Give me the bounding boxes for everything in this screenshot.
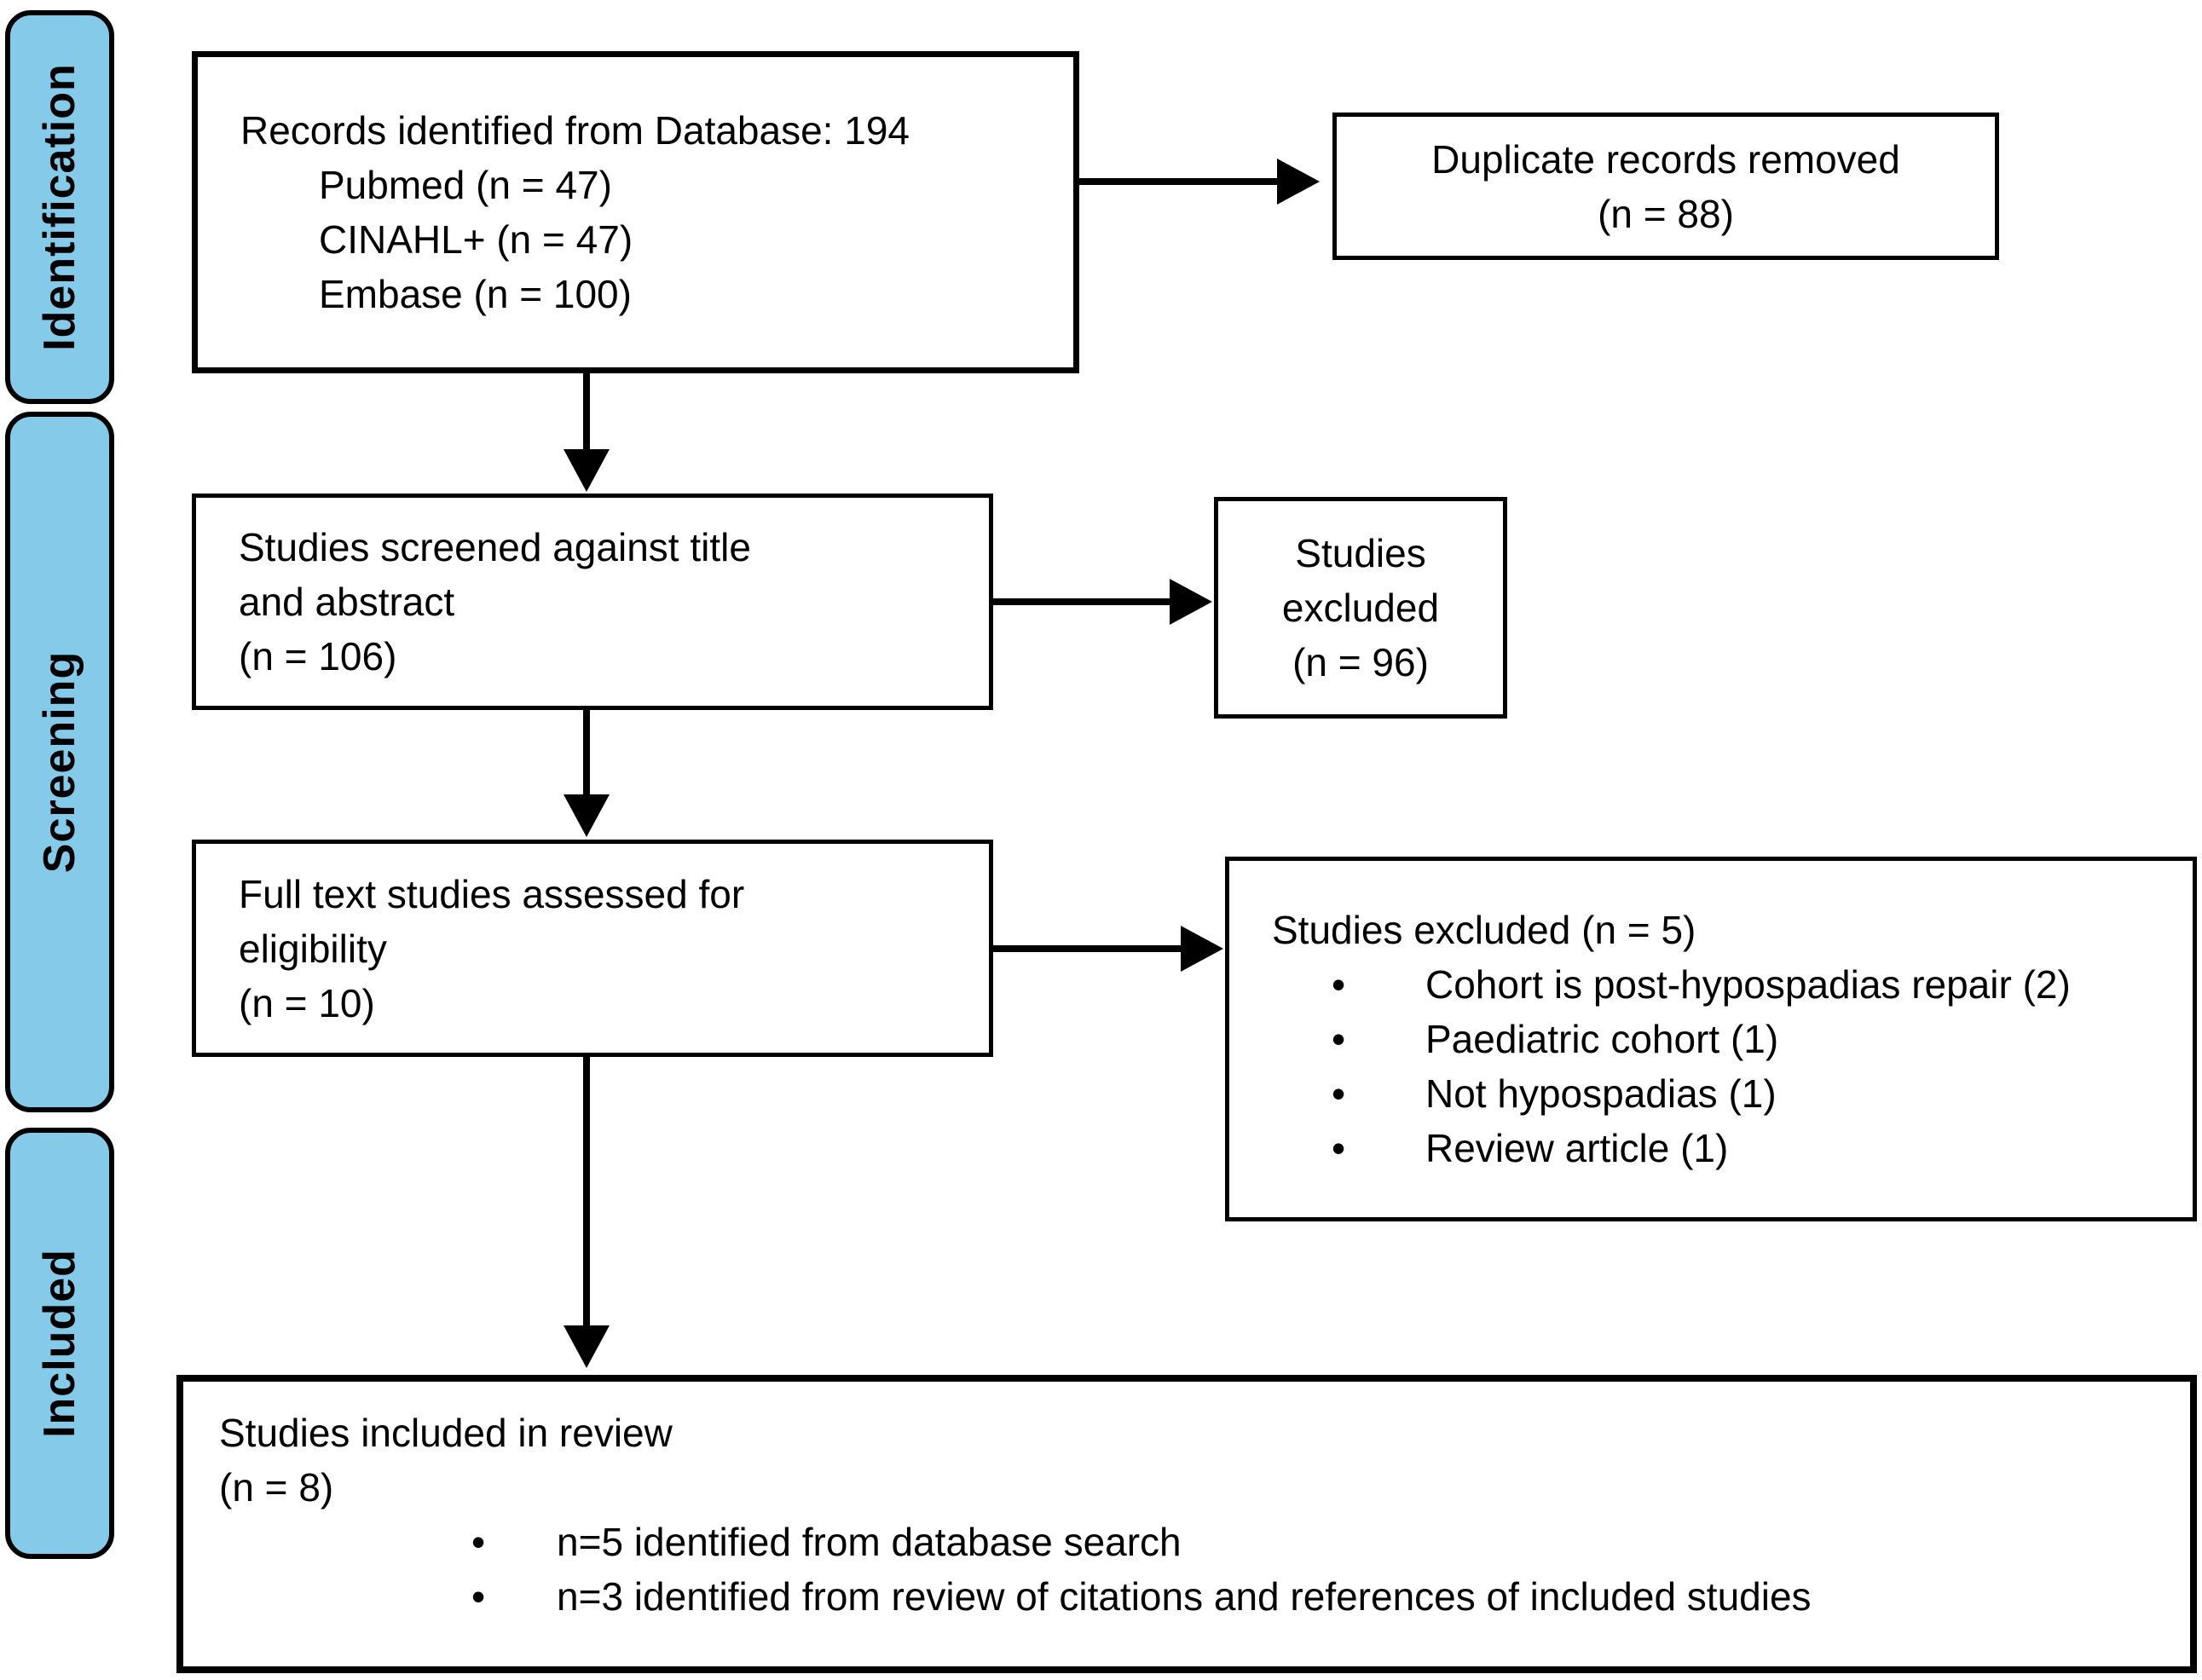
studies-screened-line1: Studies screened against title <box>239 525 751 569</box>
studies-included-count: (n = 8) <box>219 1465 334 1510</box>
records-source-cinahl: CINAHL+ (n = 47) <box>319 217 633 262</box>
bullet-icon: • <box>471 1574 486 1619</box>
exclusion-reason-text: Paediatric cohort (1) <box>1425 1017 1779 1061</box>
fulltext-assessed-line2: eligibility <box>239 926 387 971</box>
arrowhead-down-icon <box>564 794 610 837</box>
duplicates-removed-text: Duplicate records removed <box>1431 136 1900 182</box>
stage-screening: Screening <box>5 412 114 1112</box>
stage-identification: Identification <box>5 10 114 404</box>
exclusion-reason-item: • Cohort is post-hypospadias repair (2) <box>1332 957 2167 1012</box>
studies-screened-line2: and abstract <box>239 580 455 624</box>
exclusion-reason-text: Cohort is post-hypospadias repair (2) <box>1425 962 2071 1007</box>
bullet-icon: • <box>1332 962 1346 1007</box>
arrowhead-down-icon <box>564 449 610 492</box>
bullet-icon: • <box>1332 1126 1346 1170</box>
arrow-fulltext-to-excluded <box>993 926 1223 972</box>
records-source-embase: Embase (n = 100) <box>319 272 632 316</box>
arrowhead-right-icon <box>1170 579 1212 625</box>
arrow-screened-to-fulltext <box>564 710 610 837</box>
studies-included-box: Studies included in review (n = 8) • n=5… <box>176 1375 2197 1673</box>
fulltext-assessed-box: Full text studies assessed for eligibili… <box>192 840 993 1057</box>
studies-excluded-screening-box: Studies excluded (n = 96) <box>1214 497 1507 719</box>
fulltext-assessed-line1: Full text studies assessed for <box>239 871 745 916</box>
arrow-fulltext-to-included <box>564 1057 610 1368</box>
arrowhead-right-icon <box>1277 159 1320 205</box>
studies-excluded-screening-count: (n = 96) <box>1292 640 1429 684</box>
duplicates-removed-box: Duplicate records removed (n = 88) <box>1332 113 1999 260</box>
arrow-records-to-duplicates <box>1079 159 1320 205</box>
stage-included-label: Included <box>35 1249 85 1438</box>
exclusion-reason-item: • Paediatric cohort (1) <box>1332 1012 2167 1066</box>
records-identified-box: Records identified from Database: 194 Pu… <box>192 51 1079 373</box>
included-source-text: n=3 identified from review of citations … <box>557 1574 1812 1619</box>
bullet-icon: • <box>471 1520 486 1564</box>
studies-excluded-screening-text: Studies excluded <box>1281 531 1440 630</box>
bullet-icon: • <box>1332 1017 1346 1061</box>
arrowhead-down-icon <box>564 1325 610 1368</box>
studies-screened-box: Studies screened against title and abstr… <box>192 494 993 710</box>
studies-excluded-fulltext-title: Studies excluded (n = 5) <box>1272 908 1696 952</box>
exclusion-reason-text: Not hypospadias (1) <box>1425 1071 1777 1116</box>
stage-identification-label: Identification <box>35 63 84 351</box>
stage-screening-label: Screening <box>35 650 85 874</box>
included-source-item: • n=3 identified from review of citation… <box>471 1569 2164 1624</box>
exclusion-reason-item: • Review article (1) <box>1332 1121 2167 1175</box>
records-source-pubmed: Pubmed (n = 47) <box>319 163 612 207</box>
studies-included-title: Studies included in review <box>219 1411 673 1455</box>
stage-included: Included <box>5 1128 114 1559</box>
studies-excluded-fulltext-box: Studies excluded (n = 5) • Cohort is pos… <box>1225 857 2197 1221</box>
exclusion-reason-text: Review article (1) <box>1425 1126 1729 1170</box>
arrowhead-right-icon <box>1181 926 1223 972</box>
duplicates-removed-count: (n = 88) <box>1598 191 1734 236</box>
exclusion-reason-item: • Not hypospadias (1) <box>1332 1066 2167 1121</box>
records-title: Records identified from Database: 194 <box>240 108 910 153</box>
studies-screened-count: (n = 106) <box>239 634 397 678</box>
arrow-screened-to-excluded <box>993 579 1212 625</box>
included-source-text: n=5 identified from database search <box>557 1520 1182 1564</box>
arrow-records-to-screened <box>564 373 610 492</box>
bullet-icon: • <box>1332 1071 1346 1116</box>
included-source-item: • n=5 identified from database search <box>471 1515 2164 1569</box>
fulltext-assessed-count: (n = 10) <box>239 980 375 1025</box>
